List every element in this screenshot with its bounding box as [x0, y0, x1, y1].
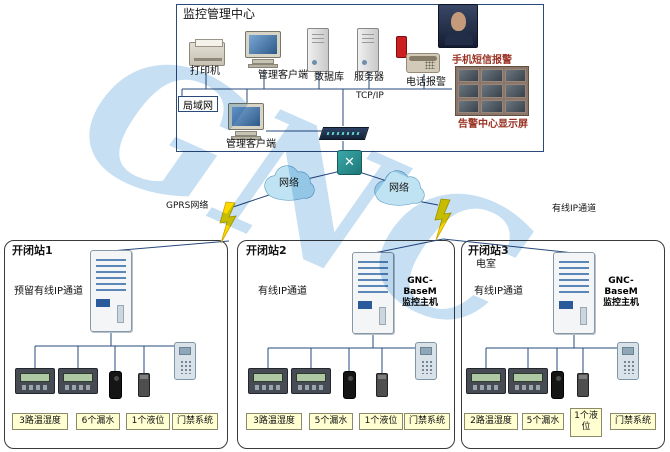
sensor-label: 门禁系统 [404, 413, 450, 431]
liquid-level-sensor-icon [138, 373, 150, 397]
access-control-icon [174, 342, 196, 380]
sensor-label: 6个漏水 [76, 413, 120, 431]
temp-humidity-meter-icon [508, 368, 548, 394]
center-title: 监控管理中心 [183, 7, 256, 21]
water-leak-sensor-icon [551, 371, 564, 399]
liquid-level-sensor-icon [577, 373, 589, 397]
temp-humidity-meter-icon [291, 368, 331, 394]
sensor-label: 门禁系统 [172, 413, 218, 431]
station2-host-label: GNC-BaseM 监控主机 [401, 276, 438, 308]
tcpip-label: TCP/IP [356, 91, 384, 101]
sensor-label: 5个漏水 [309, 413, 353, 431]
sensor-label: 5个漏水 [522, 413, 564, 431]
sms-alarm-label: 手机短信报警 [452, 55, 512, 66]
station1-channel-label: 预留有线IP通道 [14, 286, 83, 297]
station2-host-icon [352, 252, 394, 334]
printer-label: 打印机 [190, 66, 220, 77]
sensor-label: 1个液位 [570, 408, 602, 437]
station3-subtitle: 电室 [476, 259, 496, 270]
server-label: 服务器 [354, 72, 384, 83]
station1-host-icon [90, 250, 132, 332]
sensor-label: 3路温湿度 [246, 413, 302, 431]
sensor-label: 门禁系统 [610, 413, 656, 431]
client-computer2-icon [228, 103, 264, 140]
client1-label: 管理客户端 [258, 70, 308, 81]
database-label: 数据库 [314, 72, 344, 83]
station3-channel-label: 有线IP通道 [474, 286, 523, 297]
sensor-label: 3路温湿度 [12, 413, 68, 431]
access-control-icon [415, 342, 437, 380]
station3-host-label: GNC-BaseM 监控主机 [602, 276, 639, 308]
liquid-level-sensor-icon [376, 373, 388, 397]
lan-label-box: 局域网 [178, 96, 218, 112]
monitor-screen [249, 35, 277, 54]
sensor-label: 1个液位 [359, 413, 403, 431]
station1-title: 开闭站1 [12, 244, 53, 257]
client2-label: 管理客户端 [226, 139, 276, 150]
sensor-label: 1个液位 [126, 413, 170, 431]
server-tower-icon [357, 28, 379, 72]
printer-icon [189, 39, 225, 66]
station3-title: 开闭站3 [468, 244, 509, 257]
monitor-screen [232, 107, 260, 126]
person-photo [438, 4, 478, 48]
station2-channel-label: 有线IP通道 [258, 286, 307, 297]
sensor-label: 2路温湿度 [464, 413, 518, 431]
database-tower-icon [307, 28, 329, 72]
core-switch-icon: ✕ [337, 150, 362, 175]
phone-alarm-label: 电话报警 [406, 77, 446, 88]
wired-ip-label: 有线IP通道 [552, 204, 597, 214]
access-control-icon [617, 342, 639, 380]
water-leak-sensor-icon [343, 371, 356, 399]
display-wall-label: 告警中心显示屏 [458, 119, 528, 130]
cloud-left-label: 网络 [279, 178, 299, 189]
cloud-right-label: 网络 [389, 183, 409, 194]
ethernet-switch-icon [318, 127, 370, 140]
station2-title: 开闭站2 [246, 244, 287, 257]
gprs-network-label: GPRS网络 [166, 201, 209, 211]
station-wiring-lines [34, 332, 629, 373]
temp-humidity-meter-icon [248, 368, 288, 394]
lightning-bolt-left [219, 201, 237, 244]
temp-humidity-meter-icon [466, 368, 506, 394]
temp-humidity-meter-icon [58, 368, 98, 394]
client-computer-icon [245, 31, 281, 68]
display-wall-icon [455, 66, 529, 116]
station3-host-icon [553, 252, 595, 334]
water-leak-sensor-icon [109, 371, 122, 399]
telephone-icon [406, 53, 440, 73]
alarm-bell-icon [396, 36, 407, 58]
temp-humidity-meter-icon [15, 368, 55, 394]
